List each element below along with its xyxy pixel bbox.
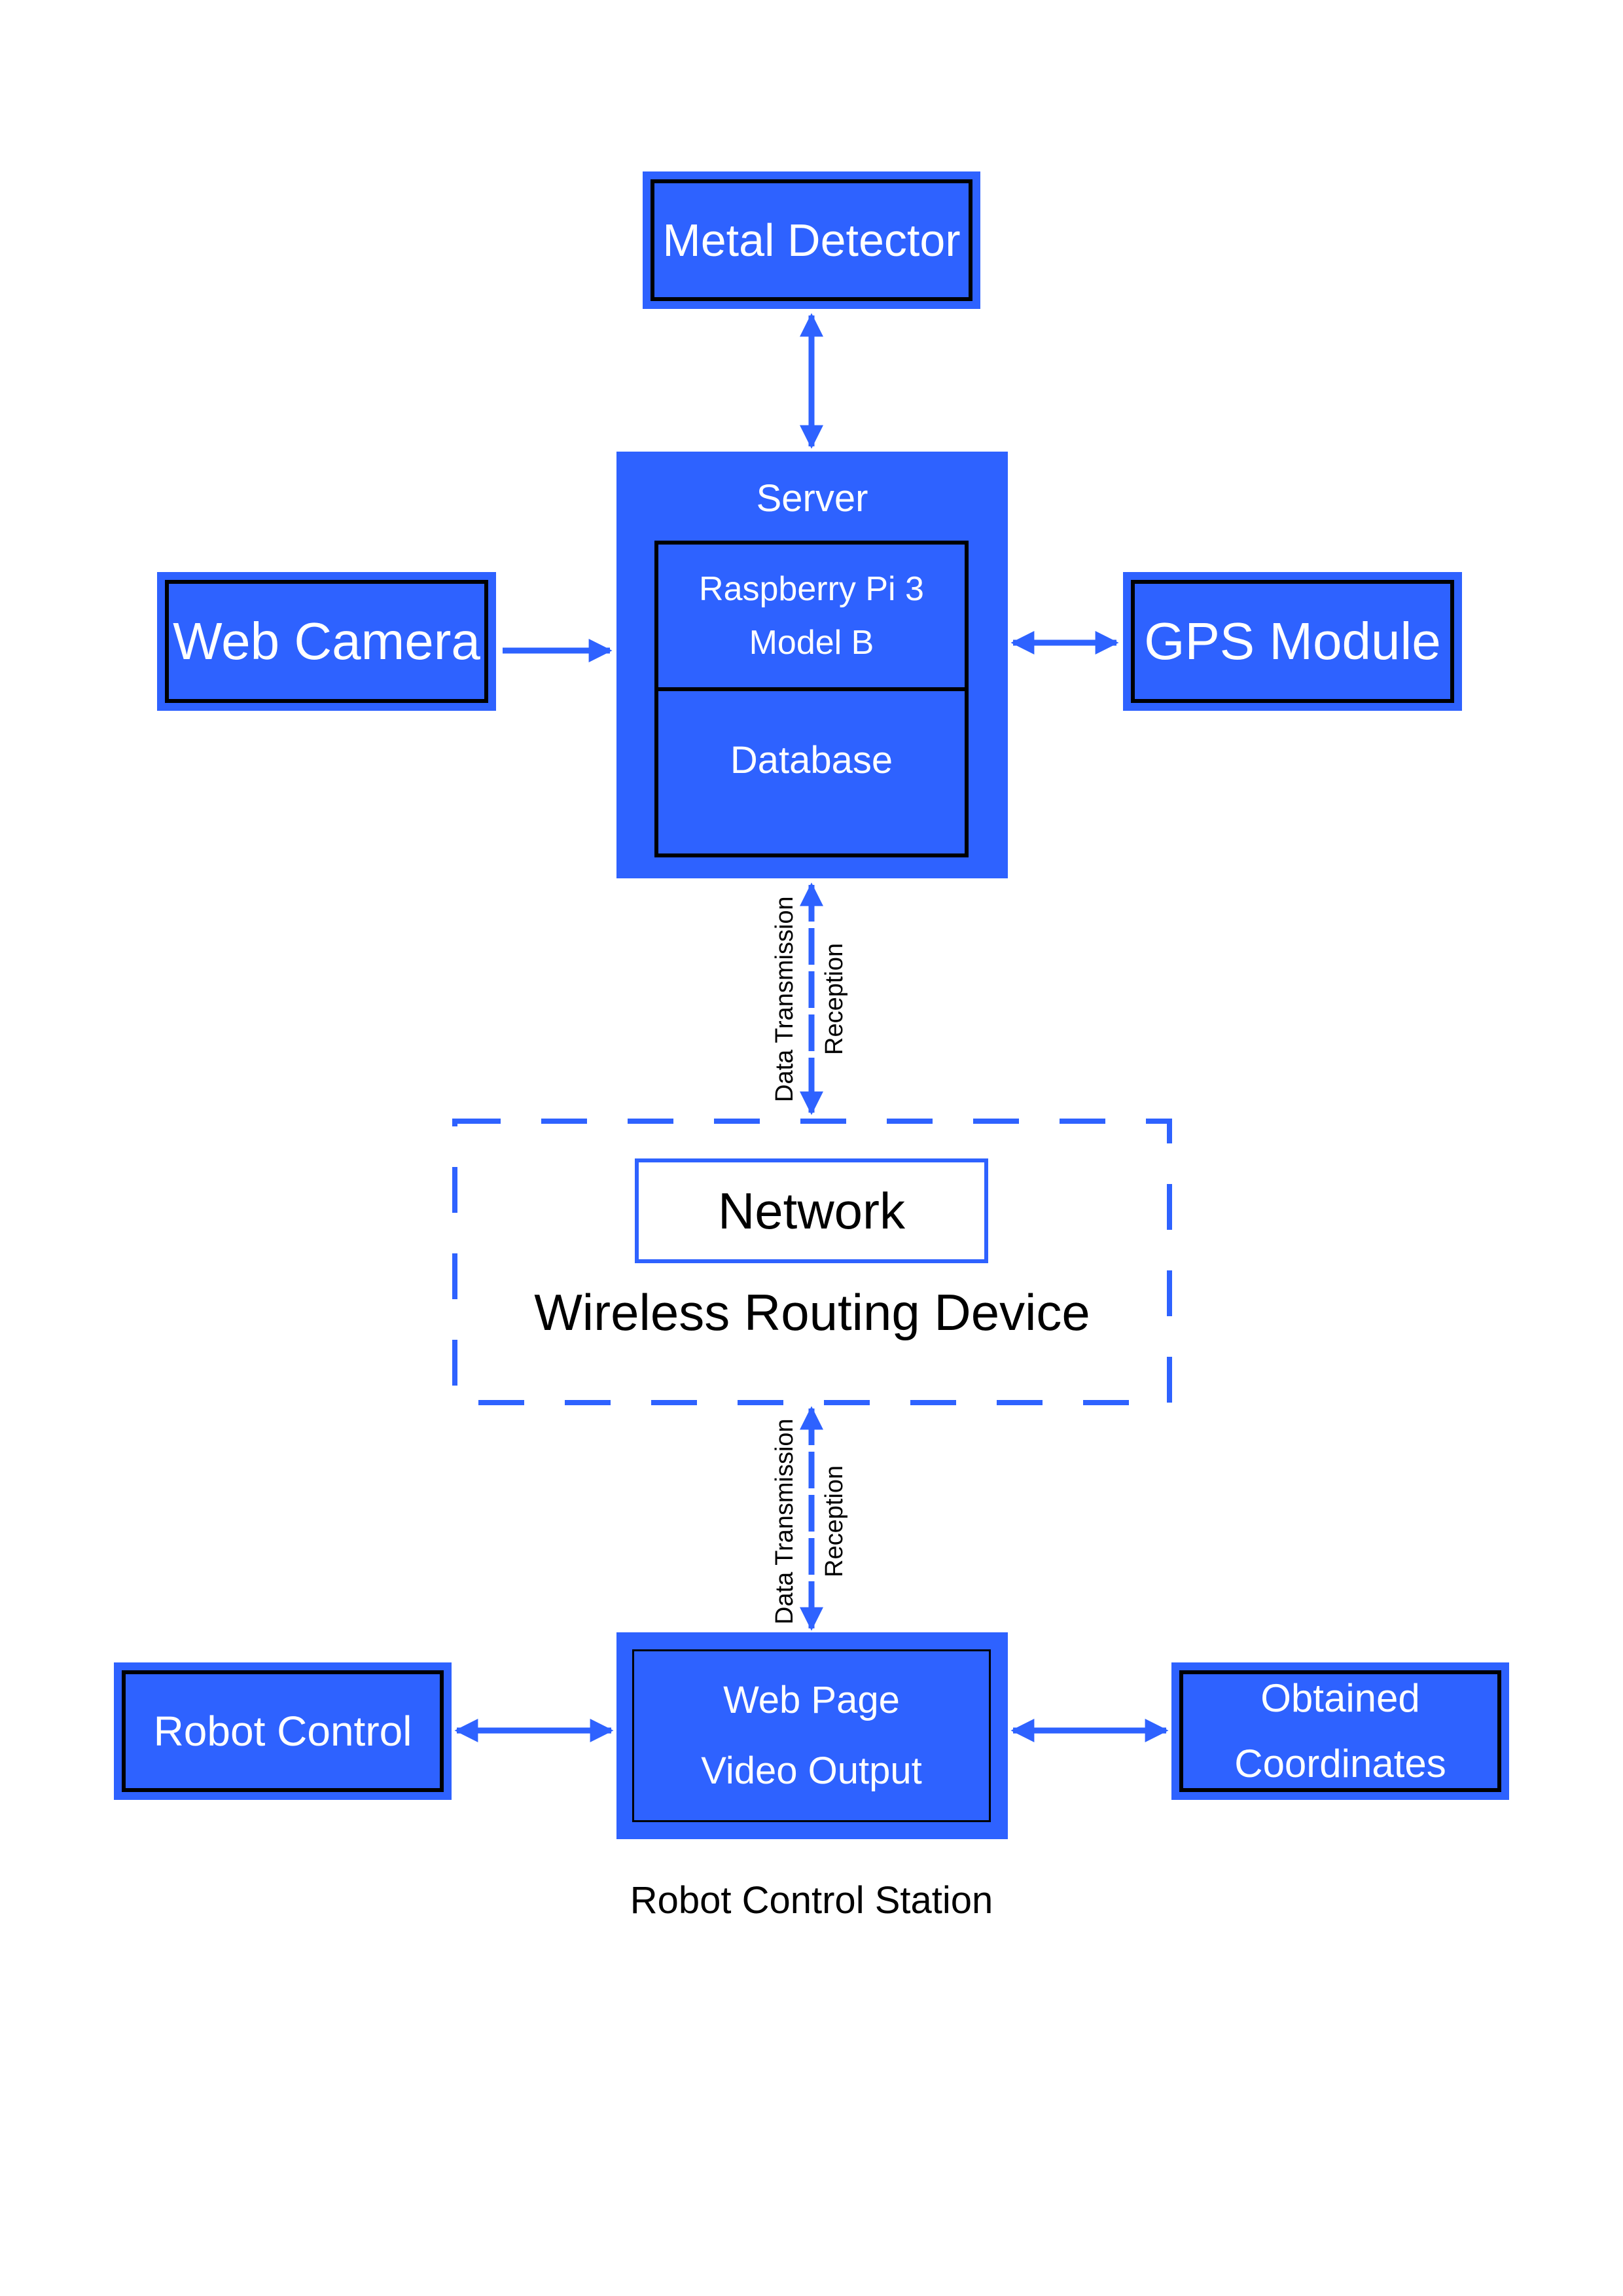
server-box: [616, 452, 1008, 878]
obtained-line2: Coordinates: [1234, 1742, 1446, 1785]
obtained-line1: Obtained: [1260, 1676, 1420, 1720]
network-dashed-border: [452, 1119, 1172, 1405]
metal-detector-inner: Metal Detector: [651, 179, 972, 301]
database-box: Database: [654, 687, 969, 857]
gps-module-label: GPS Module: [1144, 612, 1441, 670]
robot-control-inner: Robot Control: [122, 1670, 444, 1792]
web-page-label: Web Page: [723, 1679, 900, 1721]
web-page-box: Web Page Video Output: [632, 1649, 991, 1822]
raspberry-pi-line2: Model B: [749, 624, 874, 662]
edge-label-upper-transmission: Data Transmission: [771, 896, 798, 1102]
robot-control-box: Robot Control: [114, 1662, 452, 1800]
network-box: Network: [635, 1158, 988, 1263]
web-camera-label: Web Camera: [173, 612, 480, 670]
video-output-label: Video Output: [701, 1749, 922, 1792]
database-label: Database: [730, 739, 893, 781]
robot-control-station-box: [616, 1632, 1008, 1839]
web-camera-box: Web Camera: [157, 572, 496, 711]
wireless-routing-device-label: Wireless Routing Device: [534, 1283, 1090, 1341]
edge-label-lower-transmission: Data Transmission: [771, 1418, 798, 1624]
robot-control-station-caption: Robot Control Station: [630, 1879, 993, 1922]
robot-control-label: Robot Control: [153, 1708, 412, 1755]
metal-detector-label: Metal Detector: [662, 215, 961, 266]
edge-label-lower-reception: Reception: [821, 1465, 848, 1577]
raspberry-pi-line1: Raspberry Pi 3: [699, 570, 924, 608]
network-label: Network: [717, 1181, 906, 1240]
metal-detector-box: Metal Detector: [643, 171, 980, 309]
web-camera-inner: Web Camera: [165, 580, 488, 703]
obtained-coordinates-inner: Obtained Coordinates: [1179, 1670, 1501, 1792]
gps-module-box: GPS Module: [1123, 572, 1462, 711]
obtained-coordinates-box: Obtained Coordinates: [1171, 1662, 1509, 1800]
gps-module-inner: GPS Module: [1131, 580, 1454, 703]
edge-label-upper-reception: Reception: [821, 942, 848, 1055]
server-title: Server: [756, 477, 868, 520]
